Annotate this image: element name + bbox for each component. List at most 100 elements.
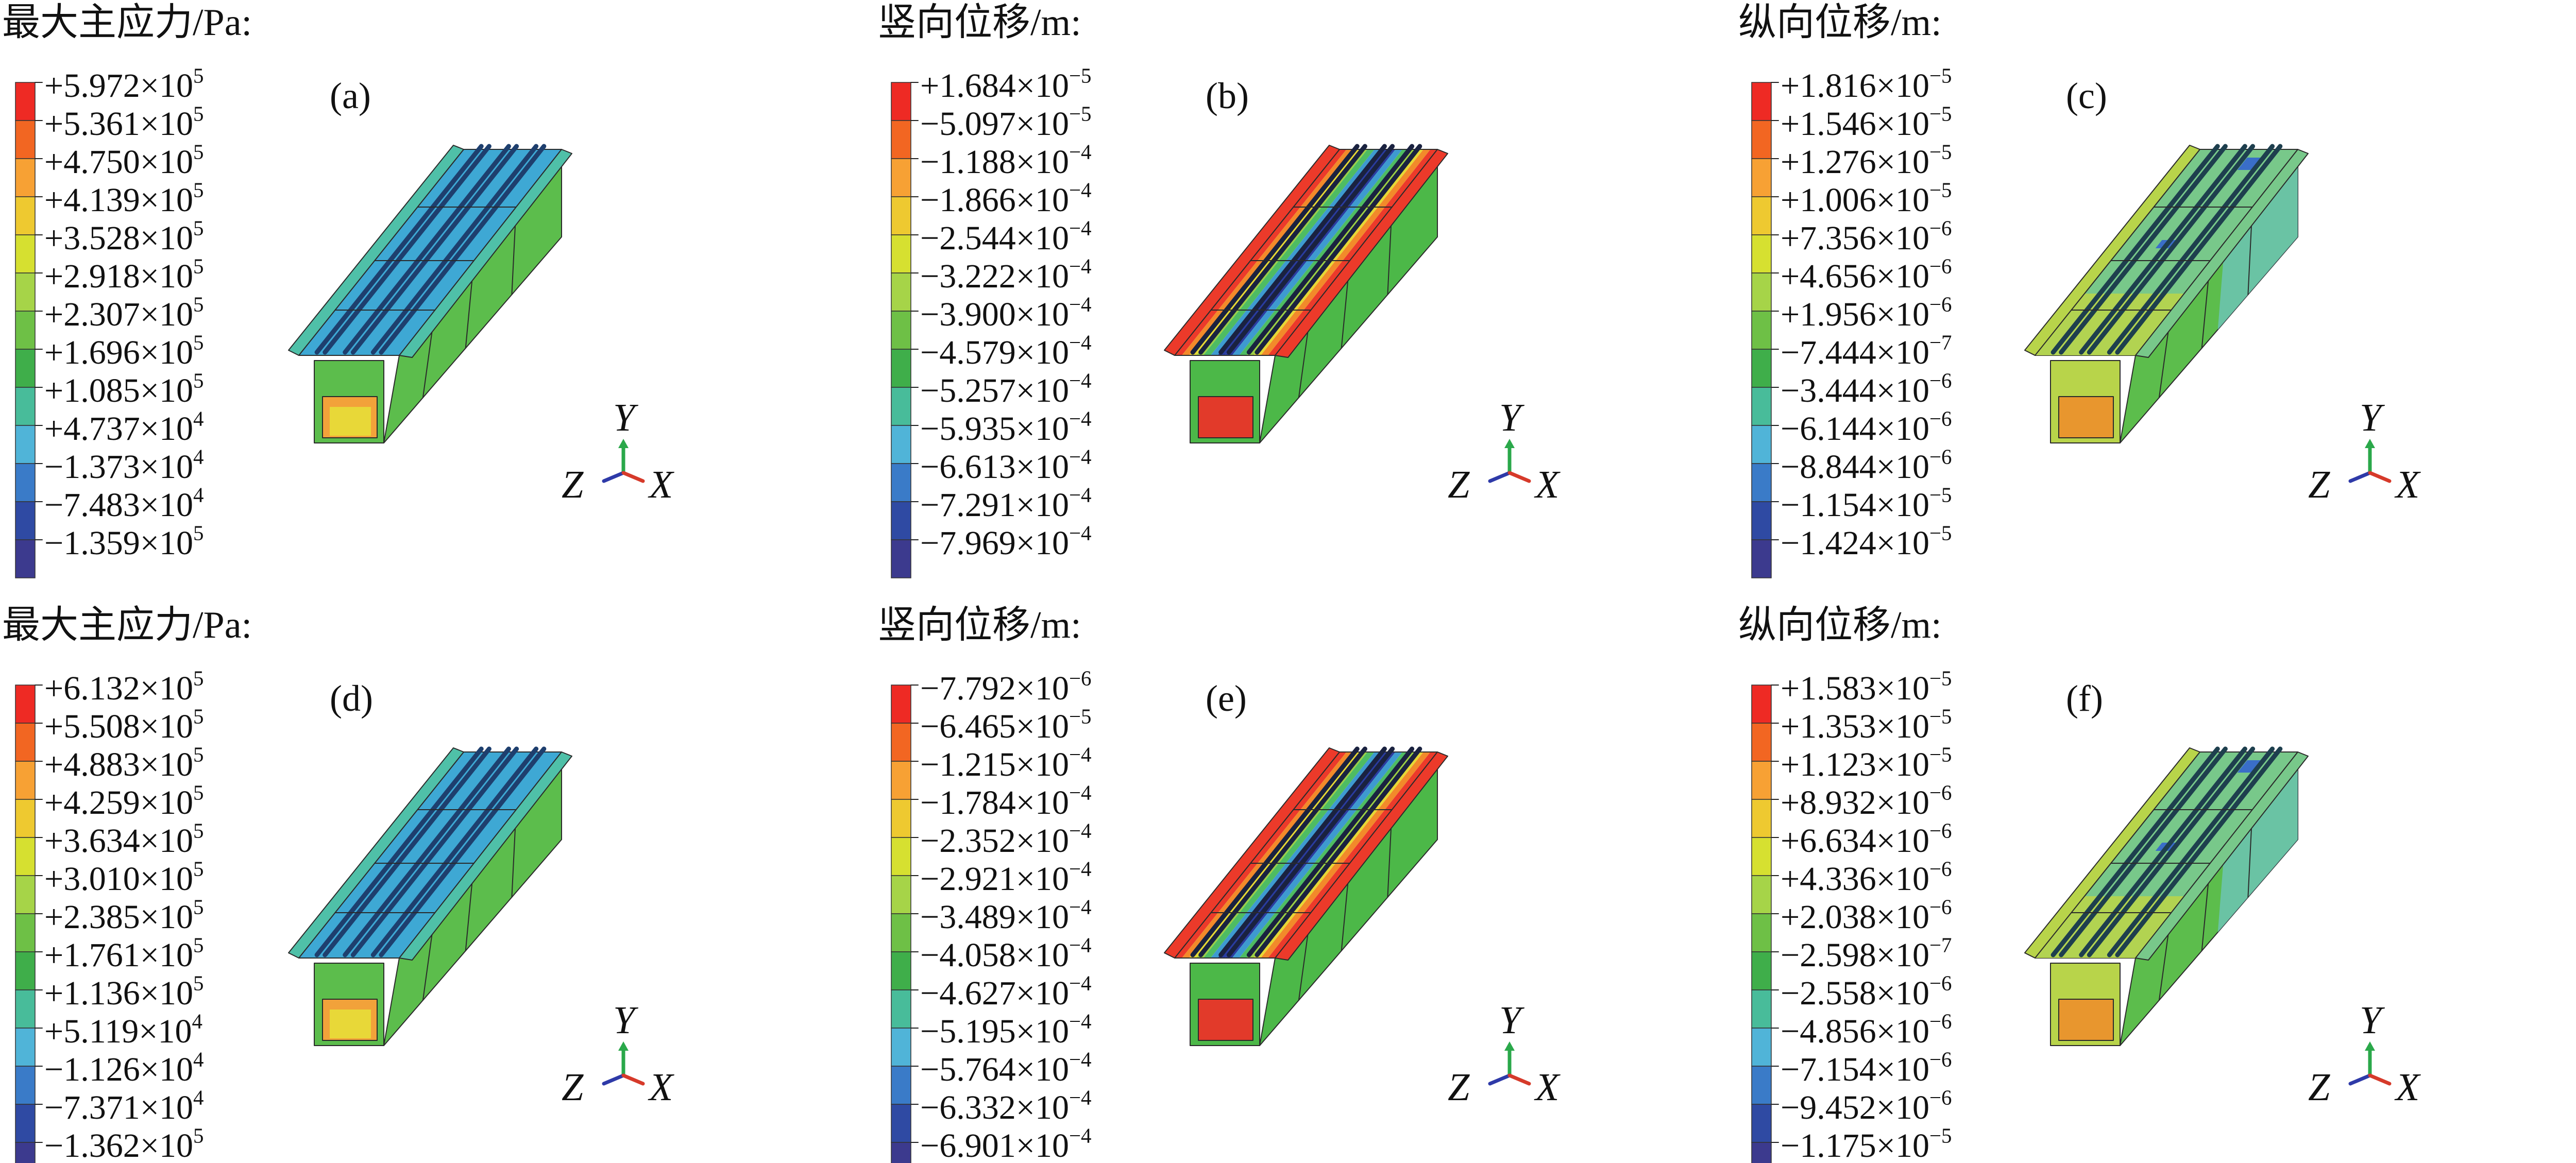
axis-y-arrowhead bbox=[2365, 439, 2375, 448]
legend-tick-label: −1.866×10−4 bbox=[920, 178, 1091, 219]
axis-z-arrow bbox=[602, 471, 625, 483]
legend-color-swatch bbox=[1751, 349, 1772, 388]
legend-tick-label: −6.901×10−4 bbox=[920, 1124, 1091, 1163]
legend-color-swatch bbox=[15, 463, 36, 502]
legend-tick-label: −9.452×10−6 bbox=[1781, 1086, 1952, 1126]
panel-c: 纵向位移/m:+1.816×10−5+1.546×10−5+1.276×10−5… bbox=[1738, 2, 2421, 578]
track-rail bbox=[1226, 746, 1395, 957]
girder-web-far-zone bbox=[2217, 149, 2298, 330]
legend-tick-label: −4.579×10−4 bbox=[920, 331, 1091, 371]
axis-y-arrowhead bbox=[1504, 439, 1515, 448]
legend-color-swatch bbox=[891, 989, 911, 1029]
axis-y-arrowhead bbox=[618, 439, 629, 448]
axis-z-label: Z bbox=[2308, 463, 2330, 506]
axis-z-arrow bbox=[1488, 1073, 1512, 1086]
legend-color-swatch bbox=[15, 196, 36, 235]
legend-tick-label: +8.932×10−6 bbox=[1781, 781, 1952, 822]
legend-tick-label: −5.764×10−4 bbox=[920, 1048, 1091, 1088]
legend-tick-label: +1.816×10−5 bbox=[1781, 64, 1952, 105]
girder-end-cell-hotspot bbox=[330, 407, 371, 436]
legend-color-swatch bbox=[891, 913, 911, 952]
legend-color-swatch bbox=[891, 349, 911, 388]
box-girder-model bbox=[1164, 144, 1448, 443]
deck-left-flange bbox=[2024, 747, 2200, 959]
girder-end-cell bbox=[1198, 396, 1253, 438]
panel-b: 竖向位移/m:+1.684×10−5−5.097×10−5−1.188×10−4… bbox=[878, 2, 1561, 578]
legend-tick-label: −1.424×10−5 bbox=[1781, 521, 1952, 562]
track-rail bbox=[2087, 746, 2256, 957]
legend-tick-label: −6.465×10−5 bbox=[920, 705, 1091, 745]
legend-color-swatch bbox=[15, 82, 36, 121]
legend-tick-label: +1.956×10−6 bbox=[1781, 293, 1952, 333]
legend-color-swatch bbox=[891, 799, 911, 838]
legend-color-swatch bbox=[891, 196, 911, 235]
legend-color-swatch bbox=[15, 723, 36, 762]
legend-tick-label: +4.737×104 bbox=[44, 407, 204, 448]
legend-color-swatch bbox=[1751, 913, 1772, 952]
legend-color-swatch bbox=[15, 120, 36, 159]
track-rail bbox=[350, 144, 519, 355]
deck-left-flange bbox=[2024, 145, 2200, 356]
track-rail bbox=[2059, 746, 2228, 957]
legend-tick-label: +2.038×10−6 bbox=[1781, 895, 1952, 936]
legend-tick-label: +2.307×105 bbox=[44, 293, 204, 333]
legend-color-swatch bbox=[1751, 196, 1772, 235]
axis-z-label: Z bbox=[2308, 1066, 2330, 1109]
legend-color-swatch bbox=[1751, 685, 1772, 724]
axis-x-arrow bbox=[1507, 471, 1531, 483]
legend-color-swatch bbox=[1751, 82, 1772, 121]
legend-color-swatch bbox=[15, 158, 36, 197]
legend-tick-label: +5.361×105 bbox=[44, 102, 204, 143]
deck-contour-band bbox=[1261, 149, 1431, 355]
deck-right-flange bbox=[1275, 751, 1448, 961]
track-rail bbox=[350, 746, 519, 957]
legend-title: 纵向位移/m: bbox=[1738, 2, 1942, 44]
legend-tick-label: −7.371×104 bbox=[44, 1086, 204, 1126]
legend-tick-label: +4.336×10−6 bbox=[1781, 857, 1952, 898]
deck-right-flange bbox=[2135, 751, 2309, 961]
legend-tick-label: −7.444×10−7 bbox=[1781, 331, 1952, 371]
legend-color-swatch bbox=[15, 875, 36, 914]
deck-right-flange bbox=[399, 751, 572, 961]
legend-color-swatch bbox=[891, 158, 911, 197]
deck-right-flange bbox=[399, 149, 572, 358]
axis-x-arrow bbox=[621, 471, 645, 483]
legend-tick-label: +1.696×105 bbox=[44, 331, 204, 371]
track-rail bbox=[1218, 144, 1387, 355]
panel-f: 纵向位移/m:+1.583×10−5+1.353×10−5+1.123×10−5… bbox=[1738, 604, 2421, 1163]
legend-color-swatch bbox=[891, 539, 911, 578]
axis-x-label: X bbox=[648, 463, 674, 506]
legend-color-swatch bbox=[891, 120, 911, 159]
legend-color-swatch bbox=[1751, 837, 1772, 876]
legend-color-swatch bbox=[891, 311, 911, 350]
track-rail bbox=[2050, 144, 2220, 355]
axis-x-label: X bbox=[2394, 1066, 2421, 1109]
track-rail bbox=[370, 746, 539, 957]
legend-color-swatch bbox=[891, 875, 911, 914]
legend-color-swatch bbox=[15, 761, 36, 800]
axis-y-arrowhead bbox=[1504, 1041, 1515, 1051]
deck-contour-band bbox=[1203, 752, 1375, 958]
axis-z-label: Z bbox=[1448, 1066, 1470, 1109]
axis-x-arrow bbox=[1507, 1073, 1531, 1086]
axis-y-label: Y bbox=[613, 999, 639, 1042]
track-rail bbox=[2059, 144, 2228, 355]
track-rail bbox=[323, 746, 492, 957]
legend-tick-label: +1.136×105 bbox=[44, 971, 204, 1012]
axis-x-arrow bbox=[621, 1073, 645, 1086]
panel-label: (f) bbox=[2066, 678, 2103, 719]
legend-tick-label: +3.010×105 bbox=[44, 857, 204, 898]
deck-left-flange bbox=[288, 145, 464, 356]
legend-color-swatch bbox=[1751, 463, 1772, 502]
legend-tick-label: −5.935×10−4 bbox=[920, 407, 1091, 448]
track-rail bbox=[1226, 144, 1395, 355]
deck-right-flange bbox=[1275, 149, 1448, 358]
legend-color-swatch bbox=[15, 1142, 36, 1163]
legend-title: 竖向位移/m: bbox=[878, 2, 1081, 44]
track-rail bbox=[1198, 746, 1367, 957]
legend-color-swatch bbox=[15, 349, 36, 388]
panel-label: (a) bbox=[330, 75, 371, 116]
